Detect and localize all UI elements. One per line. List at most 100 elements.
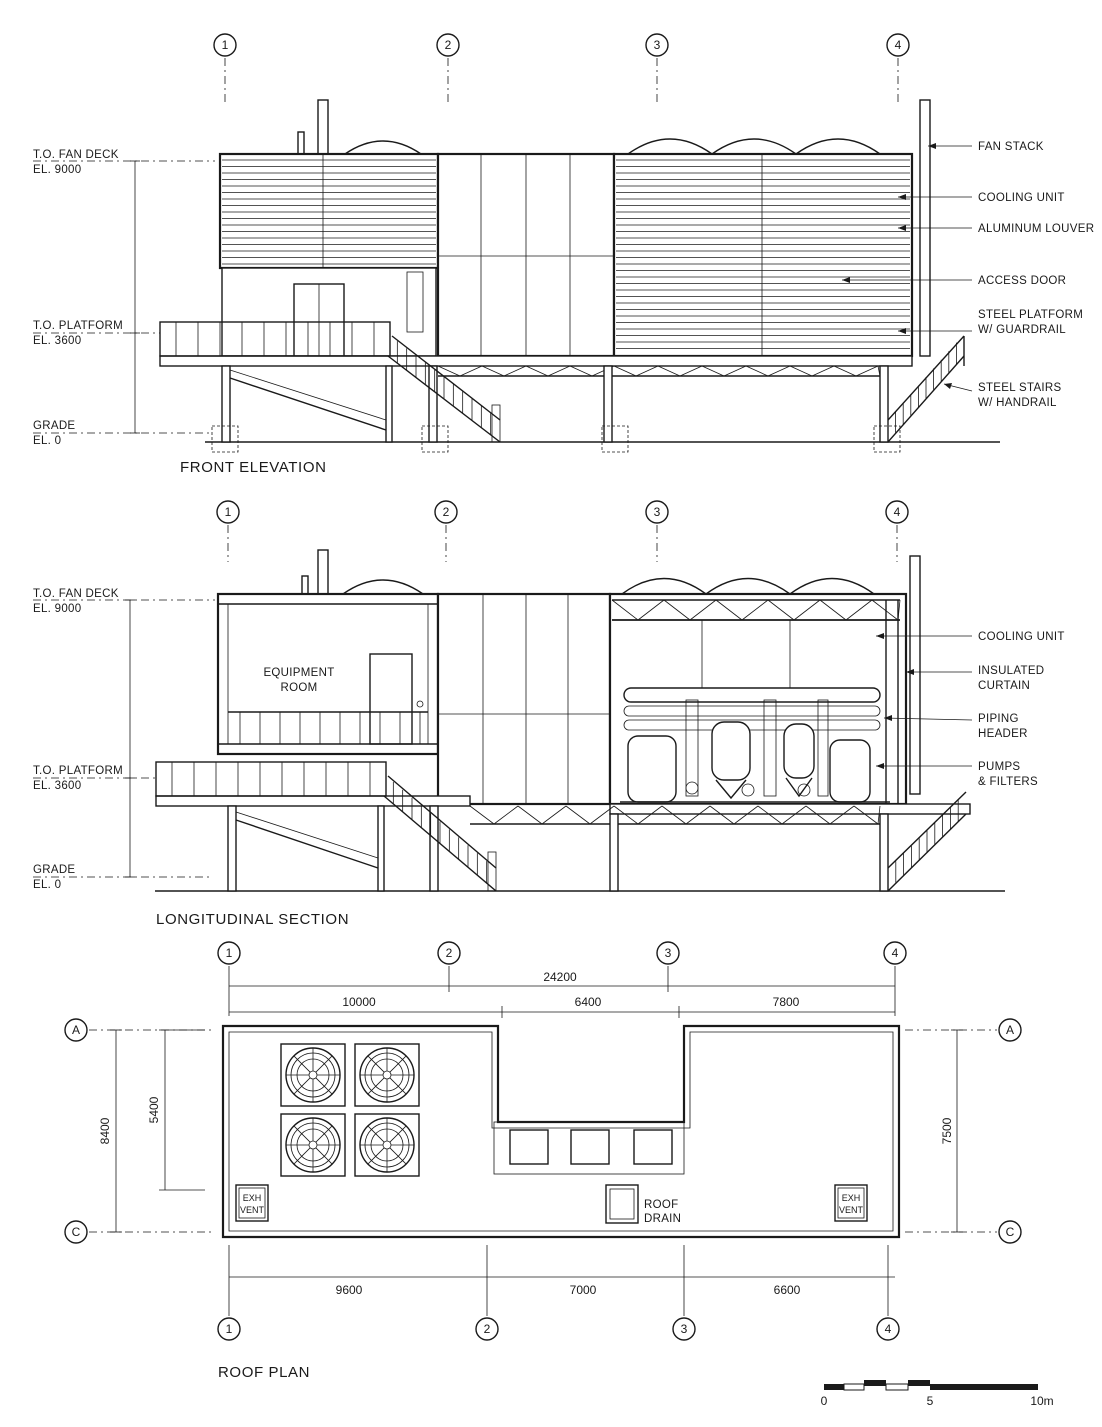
roof-grid-bubbles-bottom: 1 2 3 4 [217,1317,900,1341]
roof-grid-bottom-3: 3 [681,1322,688,1336]
callout-steel-platform-2: W/ GUARDRAIL [978,324,1066,336]
roof-fan-3 [280,1113,346,1177]
dim-top-10000: 10000 [342,995,376,1009]
grid-bubble-c-left: C [72,1225,81,1239]
grid-bubble-a-left: A [72,1023,80,1037]
dim-left-5400: 5400 [147,1096,161,1123]
exh-vent-left-line2: VENT [240,1205,265,1215]
section-grid-bubble-1: 1 [225,505,232,519]
exh-vent-right-line1: EXH [842,1193,861,1203]
grid-bubble-a-right: A [1006,1023,1014,1037]
callout-insulated-curtain: INSULATED [978,665,1044,677]
dim-overall-24200: 24200 [543,970,577,984]
longitudinal-section: 1 2 3 4 T.O. FAN DECK EL. 9000 T.O. PLAT… [33,500,1065,928]
piping-header [623,687,881,703]
section-level-grade-el: EL. 0 [33,879,61,891]
section-level-platform-el: EL. 3600 [33,780,81,792]
front-elevation-title: FRONT ELEVATION [180,459,327,476]
section-level-grade-label: GRADE [33,864,75,876]
pumps-and-filters [627,699,871,803]
roof-grid-top-4: 4 [892,946,899,960]
front-right-unit [612,152,914,358]
roof-fans [280,1043,420,1177]
section-room-door [369,653,413,745]
roof-fan-2 [354,1043,420,1107]
level-platform-el: EL. 3600 [33,335,81,347]
dim-bottom-9600: 9600 [336,1283,363,1297]
exh-vent-right: EXH VENT [834,1184,868,1222]
level-grade-label: GRADE [33,420,75,432]
scale-label-5: 5 [927,1394,934,1408]
callout-cooling-unit: COOLING UNIT [978,192,1065,204]
section-level-fan-deck-label: T.O. FAN DECK [33,588,119,600]
roof-fan-4 [354,1113,420,1177]
roof-plan-title: ROOF PLAN [218,1364,310,1381]
equipment-room-label: EQUIPMENT [263,667,334,679]
section-platform [155,761,971,892]
roof-grid-bottom-4: 4 [885,1322,892,1336]
dim-bottom-7000: 7000 [570,1283,597,1297]
section-grid-bubble-3: 3 [654,505,661,519]
callout-steel-stairs: STEEL STAIRS [978,382,1062,394]
callout-insulated-curtain-2: CURTAIN [978,680,1030,692]
roof-dims-top: 24200 10000 6400 7800 [228,966,896,1018]
roof-drain-label: ROOF [644,1199,678,1211]
exh-vent-right-line2: VENT [839,1205,864,1215]
roof-grid-bubbles-top: 1 2 3 4 [217,941,907,965]
callout-steel-platform: STEEL PLATFORM [978,309,1083,321]
front-left-unit [218,152,440,270]
exh-vent-left-line1: EXH [243,1193,262,1203]
section-equipment-room: EQUIPMENT ROOM [216,592,440,756]
front-elevation: 1 2 3 4 T.O. FAN DECK EL. 9000 T.O. PLAT… [33,33,1094,476]
grid-bubble-1: 1 [222,38,229,52]
section-cooling-bay [608,592,908,806]
front-callouts: FAN STACK COOLING UNIT ALUMINUM LOUVER A… [842,141,1094,409]
equipment-room-label-2: ROOM [281,682,318,694]
roof-drain-label-2: DRAIN [644,1213,681,1225]
level-grade-el: EL. 0 [33,435,61,447]
section-level-fan-deck-el: EL. 9000 [33,603,81,615]
scale-label-0: 0 [821,1394,828,1408]
section-callouts: COOLING UNIT INSULATED CURTAIN PIPING HE… [876,631,1065,788]
roof-grid-top-2: 2 [446,946,453,960]
level-fan-deck-el: EL. 9000 [33,164,81,176]
callout-access-door: ACCESS DOOR [978,275,1066,287]
callout-piping-header: PIPING [978,713,1019,725]
dim-top-6400: 6400 [575,995,602,1009]
callout-piping-header-2: HEADER [978,728,1028,740]
level-fan-deck-label: T.O. FAN DECK [33,149,119,161]
callout-pumps-filters-2: & FILTERS [978,776,1038,788]
grid-bubble-4: 4 [895,38,902,52]
callout-section-cooling-unit: COOLING UNIT [978,631,1065,643]
section-middle-panel [436,592,612,806]
front-platform [159,321,965,453]
roof-plan: 1 2 3 4 24200 10000 6400 7800 A C A C [64,941,1022,1381]
front-middle-unit [436,152,616,358]
roof-fan-1 [280,1043,346,1107]
dim-bottom-6600: 6600 [774,1283,801,1297]
dim-top-7800: 7800 [773,995,800,1009]
roof-grid-bottom-2: 2 [484,1322,491,1336]
section-level-platform-label: T.O. PLATFORM [33,765,123,777]
front-level-markers: T.O. FAN DECK EL. 9000 T.O. PLATFORM EL.… [33,149,215,447]
front-lower-enclosure [221,267,437,357]
roof-letter-bubbles: A C A C [64,1018,1022,1244]
roof-grid-bottom-1: 1 [226,1322,233,1336]
grid-bubble-2: 2 [445,38,452,52]
roof-dims-side: 8400 5400 7500 [98,1029,963,1233]
scale-bar: 0 5 10m [821,1380,1054,1408]
dim-left-8400: 8400 [98,1117,112,1144]
grid-bubble-c-right: C [1006,1225,1015,1239]
longitudinal-section-title: LONGITUDINAL SECTION [156,911,349,928]
callout-steel-stairs-2: W/ HANDRAIL [978,397,1057,409]
roof-grid-top-1: 1 [226,946,233,960]
exh-vent-left: EXH VENT [235,1184,269,1222]
front-grid-bubbles: 1 2 3 4 [213,33,910,105]
callout-pumps-filters: PUMPS [978,761,1020,773]
roof-dims-bottom: 9600 7000 6600 [228,1245,895,1316]
section-grid-bubble-4: 4 [894,505,901,519]
section-level-markers: T.O. FAN DECK EL. 9000 T.O. PLATFORM EL.… [33,588,215,891]
callout-fan-stack: FAN STACK [978,141,1044,153]
level-platform-label: T.O. PLATFORM [33,320,123,332]
